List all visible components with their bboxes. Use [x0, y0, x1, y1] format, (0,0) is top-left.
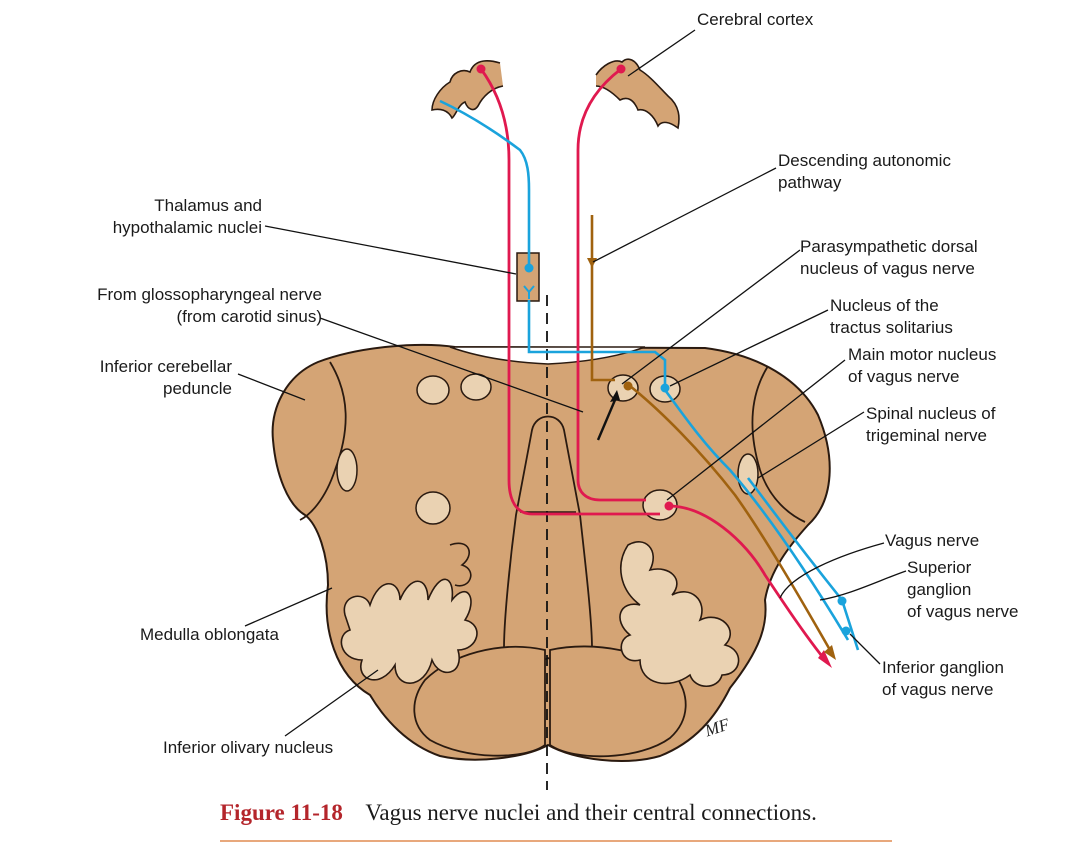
solitary-neuron	[660, 383, 670, 393]
figure-caption: Figure 11-18 Vagus nerve nuclei and thei…	[220, 800, 892, 842]
thalamus-neuron	[524, 263, 534, 273]
label-glossopharyngeal: From glossopharyngeal nerve (from caroti…	[97, 285, 322, 326]
autonomic-pathway	[590, 215, 832, 651]
cortex-neuron-left	[476, 64, 486, 74]
right-olivary-nucleus	[619, 541, 740, 688]
thalamocortical-fibers	[439, 99, 531, 266]
autonomic-arrowhead	[824, 645, 836, 660]
cortex-right	[595, 58, 680, 130]
trigeminal-fibers	[746, 477, 860, 651]
superior-ganglion-cell	[837, 596, 847, 606]
label-medulla-oblongata: Medulla oblongata	[140, 625, 279, 644]
left-peduncle	[299, 361, 347, 521]
autonomic-arrow-top	[587, 258, 597, 268]
label-cerebral-cortex: Cerebral cortex	[697, 10, 814, 29]
glossopharyngeal-arrowhead	[610, 390, 620, 402]
nucleus-left-lower	[415, 491, 451, 525]
solitary-ascending	[527, 300, 667, 386]
right-peduncle	[751, 365, 806, 523]
label-inferior-cerebellar: Inferior cerebellar peduncle	[99, 357, 232, 398]
label-spinal-trigeminal: Spinal nucleus of trigeminal nerve	[866, 404, 996, 445]
nucleus-left-upper	[416, 375, 450, 405]
nucleus-ambiguus	[642, 489, 678, 521]
vagus-sensory-fibers	[663, 389, 850, 641]
left-pyramid	[413, 646, 546, 757]
leader-lines	[237, 29, 907, 737]
label-main-motor-nucleus: Main motor nucleus of vagus nerve	[848, 345, 997, 386]
vagus-motor-fibers	[668, 504, 827, 661]
glossopharyngeal-fiber	[596, 399, 617, 441]
ambiguus-neuron	[664, 501, 674, 511]
label-parasympathetic-nucleus: Parasympathetic dorsal nucleus of vagus …	[800, 237, 978, 278]
label-descending-autonomic: Descending autonomic pathway	[778, 151, 951, 192]
label-inferior-ganglion: Inferior ganglion of vagus nerve	[882, 658, 1004, 699]
label-superior-ganglion: Superior ganglion of vagus nerve	[907, 558, 1019, 621]
motor-arrowhead	[818, 650, 832, 668]
synapse-thalamus	[523, 285, 535, 299]
figure-number: Figure 11-18	[220, 800, 343, 825]
inferior-ganglion-cell	[841, 626, 851, 636]
cortex-neuron-right	[616, 64, 626, 74]
corticobulbar-right	[576, 67, 646, 502]
label-tractus-solitarius: Nucleus of the tractus solitarius	[830, 296, 953, 337]
left-olivary-nucleus	[340, 542, 478, 684]
spinal-trigeminal-left	[336, 448, 358, 492]
label-vagus-nerve: Vagus nerve	[885, 531, 980, 550]
label-inferior-olivary: Inferior olivary nucleus	[163, 738, 334, 757]
dorsal-vagal-neuron	[623, 381, 633, 391]
corticobulbar-left	[479, 68, 660, 516]
label-thalamus: Thalamus and hypothalamic nuclei	[112, 196, 262, 237]
figure-caption-text: Vagus nerve nuclei and their central con…	[365, 800, 817, 825]
